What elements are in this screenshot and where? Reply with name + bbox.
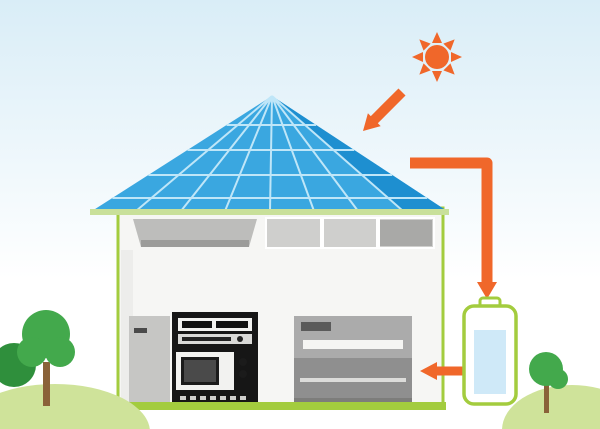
sun-ray [419, 39, 431, 51]
microwave-knob [239, 358, 247, 366]
dishwasher-kickplate [294, 398, 412, 404]
tree-trunk [544, 385, 549, 413]
tree-right [529, 352, 568, 413]
sun-ray [419, 63, 431, 75]
tree-canopy [17, 310, 75, 367]
dishwasher [294, 316, 412, 404]
storage-battery [462, 296, 518, 406]
appliance-control-slot [182, 337, 231, 341]
roof-to-battery-arrow [410, 157, 497, 299]
range-hood-lip [141, 240, 249, 247]
tree-canopy-lobe [17, 337, 47, 367]
bush-light-left [0, 384, 150, 429]
sun-ray [443, 63, 455, 75]
sunlight-arrowhead [363, 113, 381, 131]
sun-ray [432, 32, 442, 43]
black-appliance-stack [172, 312, 258, 404]
tree-canopy-lobe [548, 369, 568, 389]
sun [412, 32, 462, 82]
sun-ray [432, 71, 442, 82]
appliance-button-row [180, 396, 246, 400]
trees-and-bushes [0, 310, 600, 429]
sun-ray [443, 39, 455, 51]
upstairs-windows [133, 217, 435, 249]
battery-cell [474, 330, 506, 394]
battery-to-appliance-arrowhead [420, 362, 437, 380]
dishwasher-slot [303, 340, 403, 349]
kitchen-appliances [129, 312, 412, 404]
battery-to-appliance-arrow [420, 362, 464, 380]
sunlight-arrow [363, 88, 406, 131]
roof-fascia [90, 209, 449, 215]
bush-light-right [502, 385, 600, 429]
tree-canopy [529, 352, 568, 389]
sunlight-arrow-shaft [369, 88, 406, 125]
solar-panel-grid [112, 95, 428, 212]
roof-to-battery-arrow-shaft [410, 157, 493, 283]
roof-face [92, 96, 447, 211]
solar-panel-roof [90, 95, 449, 215]
tree-canopy-lobe [45, 337, 75, 367]
sun-rays [412, 32, 462, 82]
upstairs-window-dark-pane [380, 220, 432, 246]
tree-trunk [43, 362, 50, 406]
sun-core [425, 45, 449, 69]
tree-left [17, 310, 75, 406]
appliance-display-segment [182, 321, 212, 328]
appliance-knob [237, 336, 243, 342]
sun-ray [451, 52, 462, 62]
house-base [115, 402, 446, 410]
dishwasher-trim [300, 378, 406, 382]
dishwasher-handle [301, 322, 331, 331]
appliance-display-segment [216, 321, 248, 328]
cabinet-handle [134, 328, 147, 333]
microwave-knob [239, 370, 247, 378]
house [115, 206, 446, 410]
roof-to-battery-arrowhead [477, 282, 497, 299]
sun-ray [412, 52, 423, 62]
microwave-window [184, 360, 216, 382]
